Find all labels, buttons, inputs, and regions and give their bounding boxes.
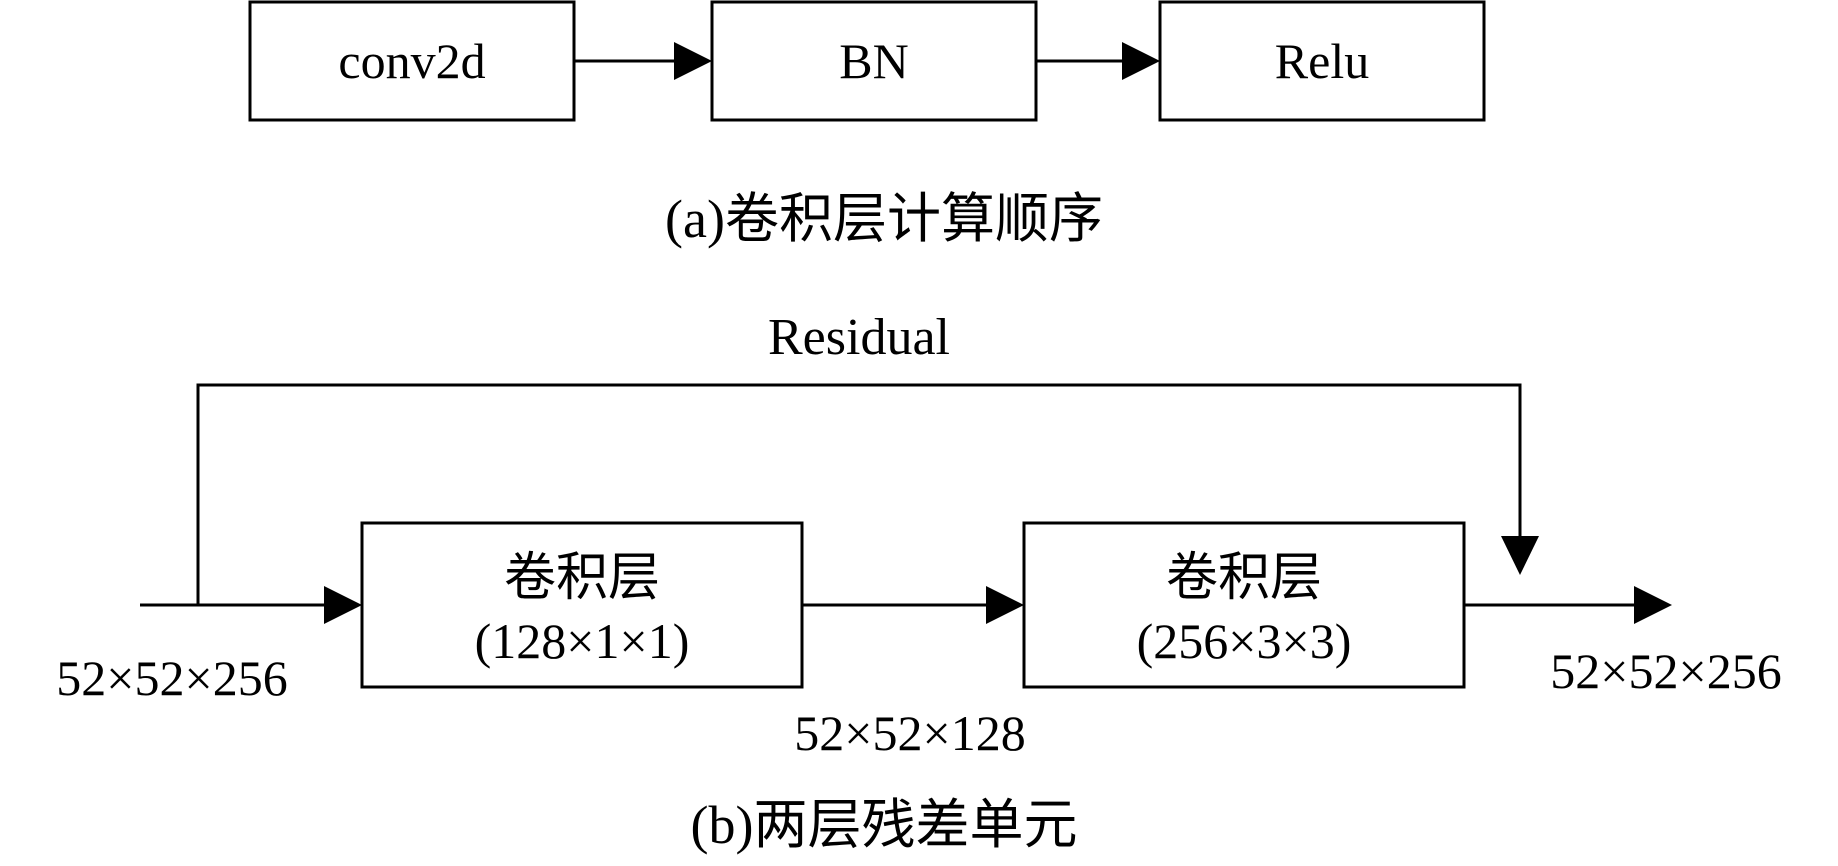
bn-node: BN [710,0,1038,122]
conv-block-2-title: 卷积层 [1166,550,1322,607]
conv-block-2: 卷积层 (256×3×3) [1022,521,1466,689]
panel-b: Residual 52×52×256 卷积层 (128×1×1) 52×52×1… [56,309,1781,855]
panel-a: conv2d BN Relu (a)卷积层计算顺序 [248,0,1486,249]
conv-block-1-params: (128×1×1) [475,613,690,669]
conv-block-1-title: 卷积层 [504,550,660,607]
relu-node: Relu [1158,0,1486,122]
arrow-block1-to-block2 [802,586,1024,624]
arrow-bn-to-relu [1036,42,1160,80]
conv2d-node: conv2d [248,0,576,122]
conv-block-2-box [1022,521,1466,689]
bn-box [710,0,1038,122]
output-dims: 52×52×256 [1550,643,1781,699]
residual-label: Residual [768,309,950,366]
residual-connection [196,383,1539,605]
conv-block-1: 卷积层 (128×1×1) [360,521,804,689]
conv-block-1-box [360,521,804,689]
arrow-input-to-block1 [140,586,362,624]
input-dims: 52×52×256 [56,650,287,706]
conv-block-2-params: (256×3×3) [1137,613,1352,669]
conv2d-label: conv2d [338,33,485,89]
arrow-conv2d-to-bn [574,42,712,80]
arrow-output [1464,586,1672,624]
relu-box [1158,0,1486,122]
residual-arrowhead [1501,536,1539,575]
caption-a: (a)卷积层计算顺序 [665,189,1103,249]
conv2d-box [248,0,576,122]
middle-dims: 52×52×128 [794,705,1025,761]
relu-label: Relu [1275,33,1369,89]
bn-label: BN [839,33,908,89]
caption-b: (b)两层残差单元 [691,795,1078,855]
